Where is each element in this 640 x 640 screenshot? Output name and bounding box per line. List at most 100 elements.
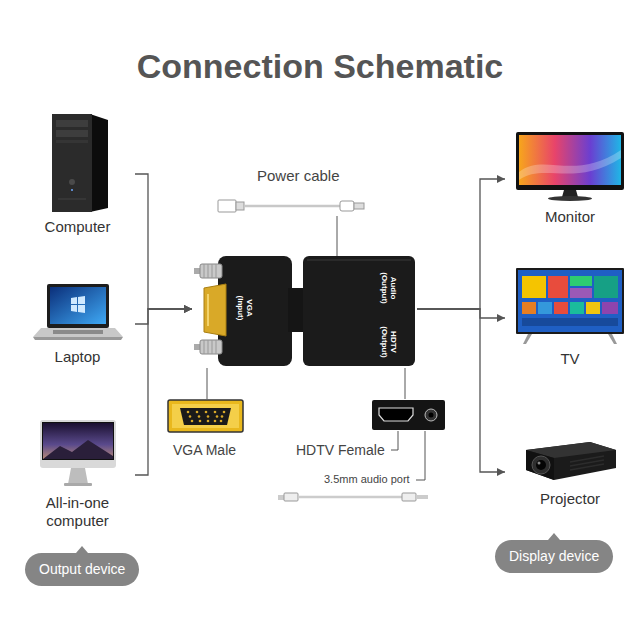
leader-line	[207, 368, 208, 399]
computer-icon-part	[56, 140, 88, 143]
tv-icon-part	[586, 302, 600, 314]
device-label: Laptop	[55, 348, 101, 366]
projector-icon-part	[526, 450, 554, 480]
tv-icon-part	[570, 302, 584, 314]
computer-icon-part	[56, 130, 88, 137]
monitor-icon-part	[516, 132, 624, 190]
part-label: VGA Male	[173, 442, 236, 459]
computer-icon-part	[69, 179, 75, 185]
adapter-node: VGA (Input)Audio (Output)HDTV (Output)	[192, 250, 417, 368]
pill-label: Output device	[39, 561, 125, 578]
tv-icon	[514, 268, 626, 344]
tv-icon-part	[570, 288, 592, 298]
power-cable-part	[218, 200, 236, 212]
computer-icon-part	[56, 120, 88, 127]
pointer-triangle	[548, 533, 560, 540]
vga-male-icon-part-part	[207, 415, 210, 418]
audio-cable-part	[298, 496, 402, 499]
device-label: Monitor	[545, 208, 595, 226]
tv-icon-part	[518, 270, 622, 332]
vga-male-icon-part-part	[214, 411, 217, 414]
connector	[135, 309, 192, 324]
vga-male-icon-part	[187, 411, 226, 423]
audio-cable-part	[284, 493, 298, 501]
tv-icon-part	[538, 302, 552, 314]
hdmi-female-icon-part	[425, 409, 437, 421]
adapter-illustration-part	[200, 264, 222, 278]
all-in-one-icon-part	[42, 422, 114, 460]
tv-icon-part	[522, 276, 546, 298]
connector	[417, 309, 505, 472]
vga-male-icon-part-part	[214, 420, 217, 423]
group-pill: Display device	[495, 540, 613, 573]
vga-male-icon-part-part	[187, 411, 190, 414]
tv-icon-part	[522, 302, 536, 314]
computer-icon-part	[90, 114, 108, 212]
adapter-illustration-part	[204, 264, 216, 278]
all-in-one-icon-part	[64, 483, 92, 486]
audio-cable	[278, 493, 428, 501]
power-cable-part	[340, 201, 354, 211]
power-cable-part	[244, 205, 340, 208]
vga-male-icon-part-part	[223, 411, 226, 414]
laptop-icon-part	[53, 330, 103, 334]
all-in-one-icon-part	[68, 468, 88, 484]
laptop-icon-part	[78, 305, 85, 313]
vga-male-icon-part-part	[220, 420, 223, 423]
laptop-icon-part	[47, 284, 109, 328]
all-in-one-node: All-in-one computer	[20, 420, 135, 530]
all-in-one-icon-part	[43, 440, 113, 459]
audio-cable-part	[402, 493, 416, 501]
hdmi-female-icon-part	[372, 400, 445, 430]
adapter-illustration-part	[207, 294, 209, 326]
vga-male-icon-part-part	[207, 420, 210, 423]
laptop-icon	[33, 282, 123, 342]
vga-male-icon-part	[180, 408, 231, 425]
adapter-illustration-part	[303, 256, 415, 366]
power-cable-part	[354, 203, 364, 209]
laptop-icon-part	[78, 296, 85, 304]
power-cable	[218, 200, 364, 212]
connector	[135, 174, 192, 309]
tv-icon-part	[602, 302, 618, 314]
laptop-icon-part	[33, 328, 123, 337]
computer-icon-part	[71, 189, 73, 191]
port-label: Audio (Output)	[379, 268, 397, 308]
computer-icon-part	[52, 114, 92, 212]
port-label: HDTV (Output)	[379, 322, 397, 362]
laptop-icon-part	[50, 287, 106, 324]
tv-node: TV	[505, 268, 635, 368]
vga-male-icon-part-part	[216, 415, 219, 418]
all-in-one-icon-part	[43, 423, 113, 459]
leader-line	[416, 431, 425, 480]
projector-icon-part	[532, 456, 550, 474]
adapter-illustration-part	[204, 284, 226, 336]
tv-icon-part	[570, 276, 592, 286]
tv-icon-part	[548, 276, 568, 298]
vga-male-icon-part-part	[189, 415, 192, 418]
monitor-icon-part	[562, 190, 578, 197]
vga-male-icon-part-part	[199, 420, 202, 423]
connector-group	[135, 174, 505, 475]
monitor-icon	[514, 132, 626, 202]
hdmi-female-icon	[372, 400, 445, 430]
monitor-icon-part	[519, 150, 621, 180]
connector	[417, 179, 505, 309]
projector-icon	[520, 436, 620, 484]
all-in-one-icon	[38, 420, 118, 488]
monitor-node: Monitor	[505, 132, 635, 226]
computer-icon-part	[58, 198, 86, 200]
group-pill: Output device	[25, 553, 139, 586]
vga-male-icon-part	[168, 400, 243, 432]
laptop-node: Laptop	[20, 282, 135, 366]
tv-icon-part	[608, 334, 617, 344]
device-label: TV	[560, 350, 579, 368]
device-label: Projector	[540, 490, 600, 508]
vga-male-icon-part-part	[191, 420, 194, 423]
vga-male-icon-part-part	[221, 415, 224, 418]
vga-male-icon-part-part	[205, 411, 208, 414]
monitor-icon-part	[548, 196, 592, 201]
laptop-icon-part	[71, 297, 77, 304]
power-cable-part	[236, 202, 244, 210]
